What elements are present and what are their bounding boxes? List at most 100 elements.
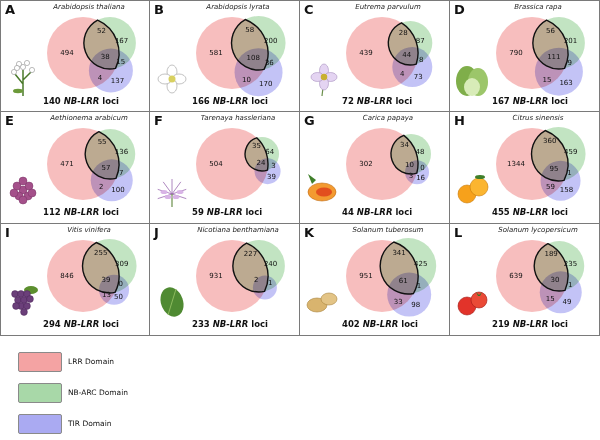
legend-entry: TIR Domain (0, 414, 200, 434)
region-count: 439 (359, 50, 372, 57)
species-panel: FTarenaya hassleriana50435642433959 NB-L… (150, 112, 300, 224)
panel-letter: F (154, 114, 163, 127)
region-count: 111 (547, 54, 560, 61)
nb-lrr-outline (391, 135, 418, 174)
region-count: 10 (242, 77, 251, 84)
flower (19, 177, 27, 185)
loci-count: 140 NB-LRR loci (43, 97, 119, 106)
region-count: 35 (252, 143, 261, 150)
region-count: 38 (101, 54, 110, 61)
region-count: 137 (111, 78, 124, 85)
species-name: Tarenaya hassleriana (178, 115, 298, 122)
species-panel: HCitrus sinensis134436045995159158455 NB… (450, 112, 600, 224)
stamen (172, 189, 186, 194)
venn-circles (196, 240, 285, 312)
flower (10, 189, 18, 197)
panel-letter: I (5, 226, 10, 239)
loci-count: 294 NB-LRR loci (43, 320, 119, 329)
region-count: 59 (546, 184, 555, 191)
region-count: 425 (414, 261, 427, 268)
region-count: 494 (60, 50, 73, 57)
region-count: 459 (564, 149, 577, 156)
grape (24, 303, 31, 310)
stamen (172, 179, 173, 194)
loci-count: 167 NB-LRR loci (492, 97, 568, 106)
region-count: 1344 (507, 161, 525, 168)
region-count: 0 (420, 165, 424, 172)
region-count: 1 (268, 280, 272, 287)
region-count: 255 (94, 250, 107, 257)
region-count: 55 (98, 139, 107, 146)
flower (29, 67, 34, 72)
nb-arc-circle (245, 137, 279, 171)
region-count: 52 (97, 28, 106, 35)
grape (21, 309, 28, 316)
region-count: 4 (400, 71, 404, 78)
region-count: 951 (359, 273, 372, 280)
species-name: Nicotiana benthamiana (178, 227, 298, 234)
tir-circle (253, 276, 277, 300)
panel-letter: H (454, 114, 465, 127)
venn-circles (47, 239, 137, 312)
region-count: 13 (102, 292, 111, 299)
species-name: Solanum tuberosum (328, 227, 448, 234)
plant-illustration (458, 292, 487, 315)
region-count: 16 (416, 175, 425, 182)
fruit (308, 183, 336, 201)
region-count: 167 (115, 38, 128, 45)
region-count: 30 (551, 277, 560, 284)
tir-circle (235, 48, 283, 96)
region-count: 170 (259, 81, 272, 88)
species-panel: EAethionema arabicum471551365772100112 N… (0, 112, 150, 224)
panel-letter: J (154, 226, 159, 239)
leaf (308, 174, 316, 184)
region-count: 3 (271, 163, 275, 170)
nb-lrr-outline (534, 244, 568, 291)
venn-circles (196, 128, 281, 200)
region-count: 8 (419, 57, 423, 64)
petal (173, 195, 180, 199)
leaf (464, 78, 480, 96)
nb-lrr-outline (245, 138, 268, 171)
region-count: 3 (409, 173, 413, 180)
legend-label: NB-ARC Domain (68, 389, 128, 397)
species-name: Citrus sinensis (478, 115, 598, 122)
plant-illustration (158, 65, 186, 93)
region-count: 1 (568, 282, 572, 289)
region-count: 15 (542, 77, 551, 84)
species-name: Aethionema arabicum (29, 115, 149, 122)
region-count: 108 (247, 55, 260, 62)
loci-count: 59 NB-LRR loci (192, 208, 262, 217)
lrr-circle (346, 128, 418, 200)
panel-letter: D (454, 3, 465, 16)
panel-letter: G (304, 114, 315, 127)
region-count: 98 (411, 302, 420, 309)
grape (21, 297, 28, 304)
region-count: 64 (265, 149, 274, 156)
region-count: 48 (416, 149, 425, 156)
leaf (157, 284, 188, 320)
plant-illustration (10, 177, 36, 204)
legend-swatch (18, 414, 62, 434)
plant-illustration (157, 284, 188, 320)
flower (19, 196, 27, 204)
region-count: 58 (245, 27, 254, 34)
region-count: 10 (405, 162, 414, 169)
grape (13, 303, 20, 310)
venn-circles (346, 128, 431, 200)
panel-letter: E (5, 114, 14, 127)
nb-lrr-outline (84, 20, 119, 69)
species-name: Carica papaya (328, 115, 448, 122)
region-count: 341 (392, 250, 405, 257)
region-count: 44 (402, 52, 411, 59)
leaf-vein (168, 289, 176, 315)
region-count: 136 (115, 149, 128, 156)
region-count: 235 (564, 261, 577, 268)
calyx (476, 292, 482, 296)
nb-lrr-outline (83, 243, 119, 293)
plant-illustration (311, 64, 337, 96)
region-count: 201 (564, 38, 577, 45)
flower (14, 65, 19, 70)
species-panel: CEutrema parvulum439288744847372 NB-LRR … (300, 0, 450, 112)
leaf (13, 89, 23, 93)
